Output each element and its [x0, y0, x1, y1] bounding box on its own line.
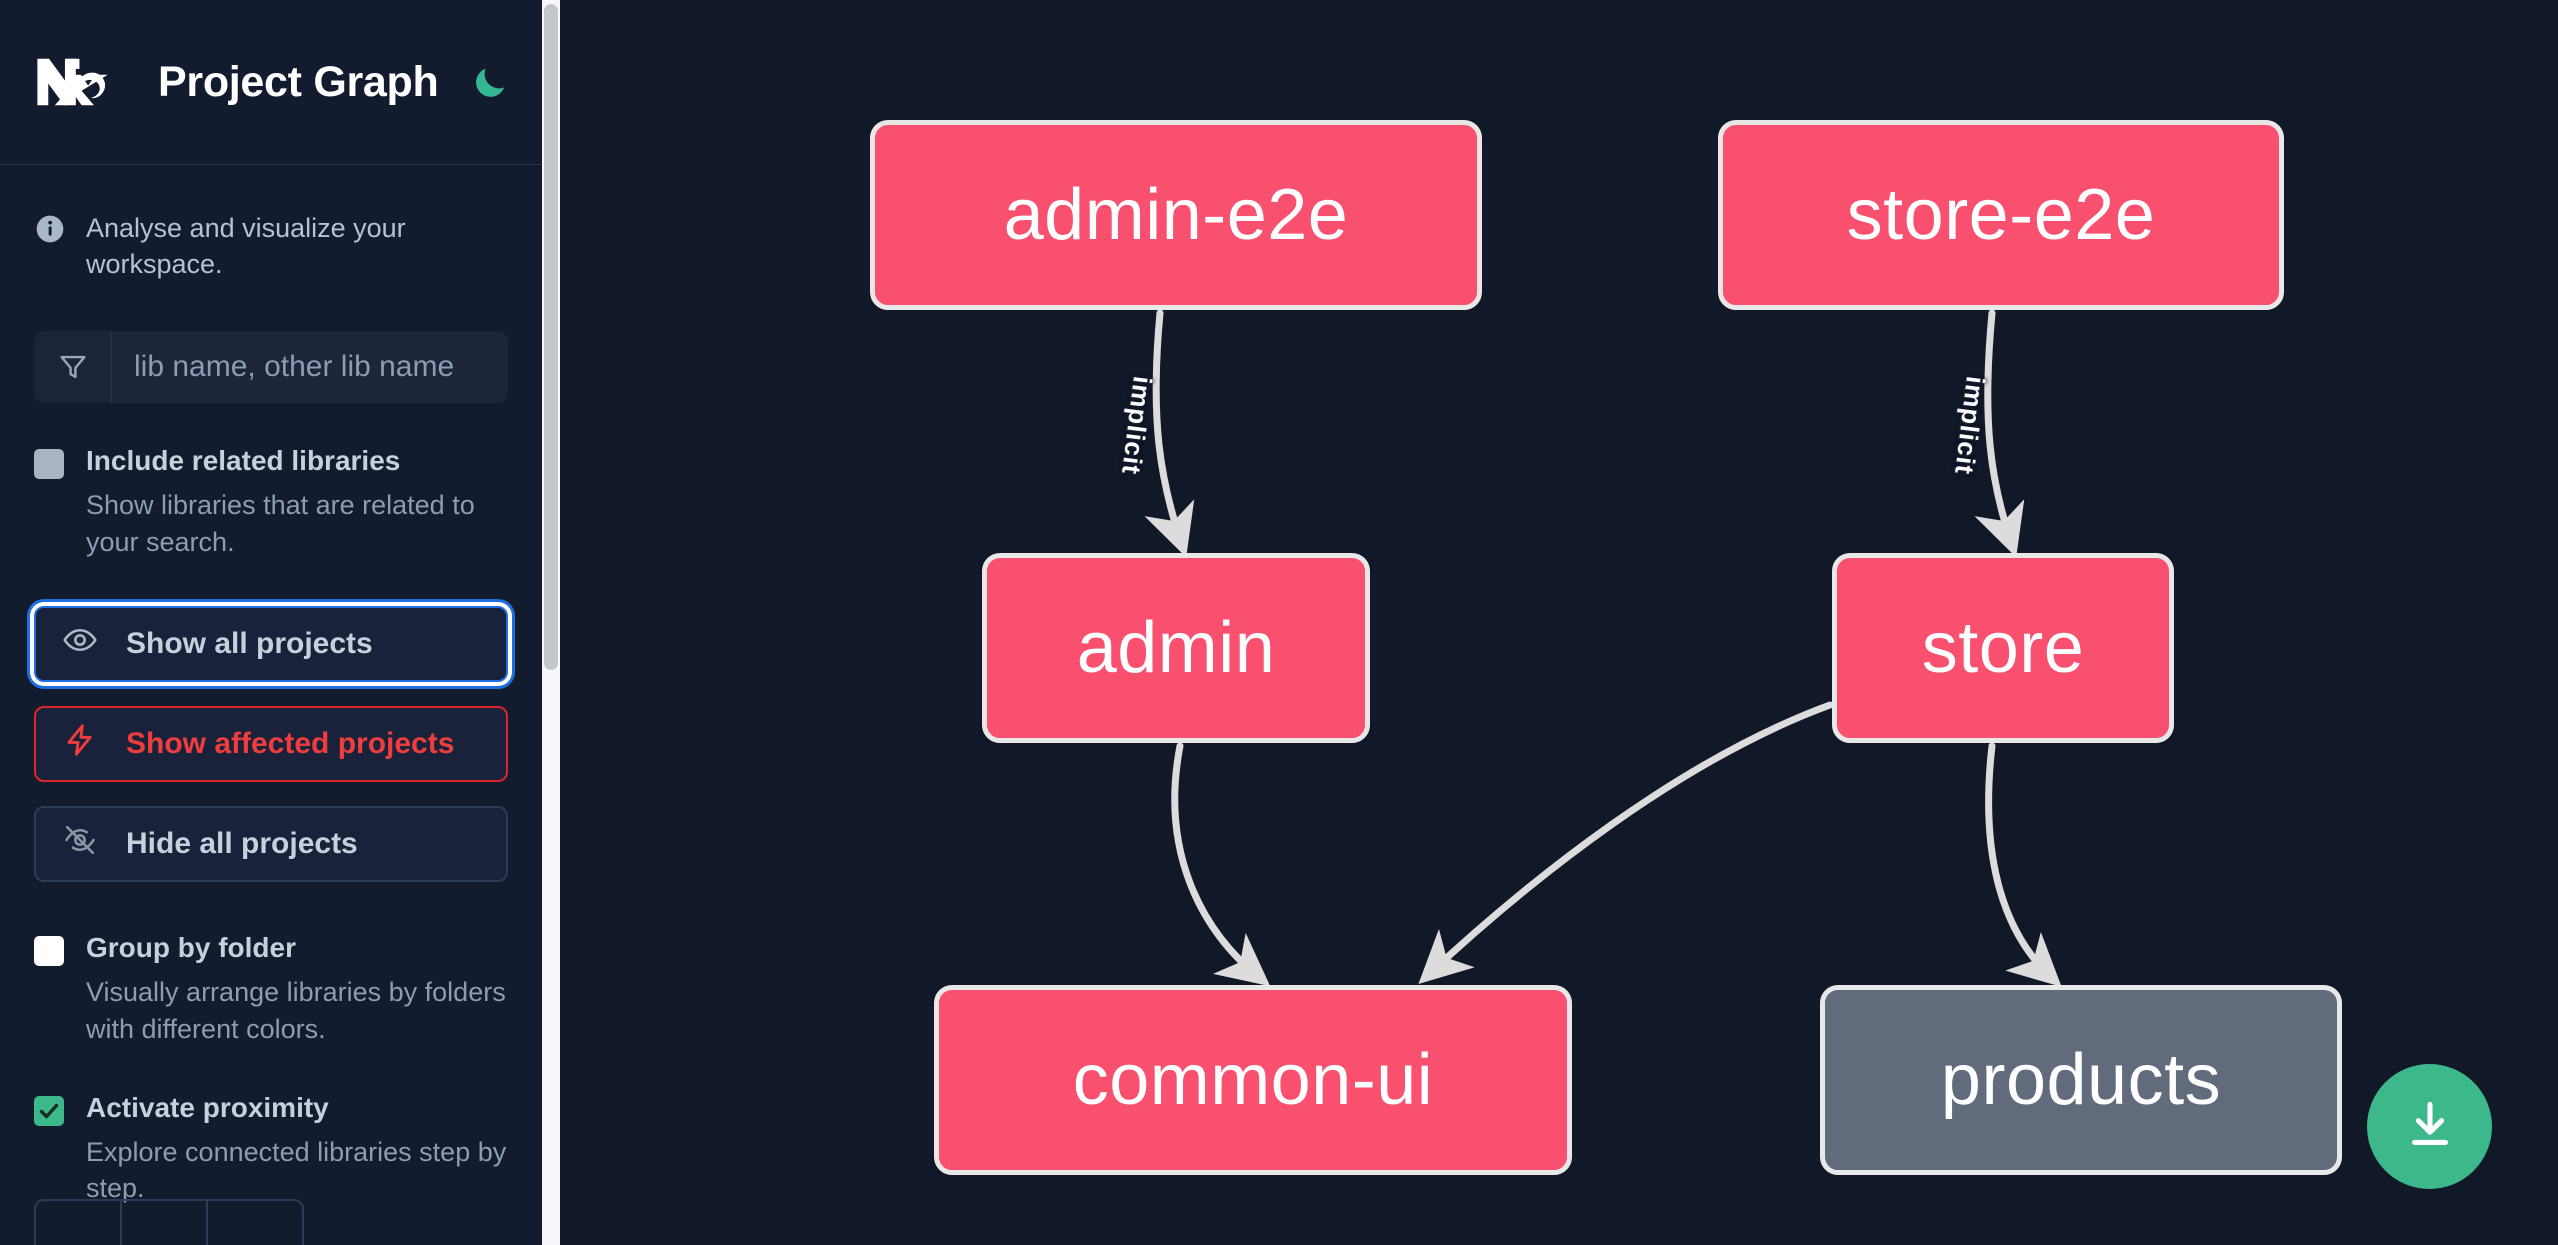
graph-node-admin[interactable]: admin	[982, 553, 1370, 743]
checkbox-label: Include related libraries	[86, 444, 401, 476]
sidebar-header: Project Graph	[0, 0, 542, 165]
sidebar-scrollbar-thumb[interactable]	[544, 4, 558, 670]
checkbox-box[interactable]	[34, 1095, 64, 1126]
search-input[interactable]	[112, 330, 508, 403]
show-all-projects-label: Show all projects	[126, 627, 373, 661]
graph-node-store-e2e[interactable]: store-e2e	[1718, 120, 2284, 310]
show-all-projects-button[interactable]: Show all projects	[34, 606, 508, 683]
checkbox-box[interactable]	[34, 936, 64, 967]
graph-node-label: common-ui	[1072, 1040, 1434, 1120]
eye-slash-icon	[62, 822, 98, 866]
graph-canvas[interactable]: admin-e2e store-e2e admin store common-u…	[560, 0, 2558, 1245]
checkbox-activate-proximity[interactable]: Activate proximity Explore connected lib…	[0, 1048, 542, 1207]
page-title: Project Graph	[158, 57, 439, 106]
moon-icon[interactable]	[470, 60, 510, 104]
hide-all-projects-label: Hide all projects	[126, 827, 358, 861]
filter-row	[0, 283, 542, 403]
nx-logo	[34, 53, 122, 111]
graph-node-label: store-e2e	[1846, 175, 2156, 255]
graph-node-store[interactable]: store	[1832, 553, 2174, 743]
text-filter-option[interactable]	[122, 1201, 208, 1245]
show-affected-projects-label: Show affected projects	[126, 727, 455, 761]
download-image-button[interactable]	[2367, 1064, 2492, 1189]
sidebar: Project Graph Analyse and visualize your…	[0, 0, 560, 1245]
download-icon	[2401, 1096, 2459, 1157]
checkbox-description: Explore connected libraries step by step…	[86, 1136, 507, 1204]
funnel-icon	[34, 330, 112, 403]
sidebar-note-text: Analyse and visualize your workspace.	[86, 213, 406, 280]
checkbox-label: Activate proximity	[86, 1091, 329, 1123]
graph-node-label: products	[1940, 1040, 2222, 1120]
filter-box[interactable]	[34, 330, 508, 403]
graph-node-label: admin-e2e	[1003, 175, 1349, 255]
hide-all-projects-button[interactable]: Hide all projects	[34, 806, 508, 883]
graph-node-common-ui[interactable]: common-ui	[934, 985, 1572, 1175]
checkbox-description: Visually arrange libraries by folders wi…	[86, 977, 506, 1045]
checkbox-box[interactable]	[34, 448, 64, 479]
eye-icon	[62, 622, 98, 666]
projects-button-group: Show all projects Show affected projects	[0, 560, 542, 883]
checkbox-include-related-libraries[interactable]: Include related libraries Show libraries…	[0, 403, 542, 560]
graph-node-admin-e2e[interactable]: admin-e2e	[870, 120, 1482, 310]
sidebar-scrollbar[interactable]	[542, 0, 560, 1245]
text-filter-option[interactable]	[208, 1201, 302, 1245]
info-icon	[34, 213, 66, 245]
show-affected-projects-button[interactable]: Show affected projects	[34, 706, 508, 783]
text-filter-button-group[interactable]	[34, 1199, 304, 1245]
sidebar-note: Analyse and visualize your workspace.	[0, 165, 542, 283]
graph-node-label: store	[1921, 608, 2085, 688]
checkbox-description: Show libraries that are related to your …	[86, 489, 475, 557]
graph-node-products[interactable]: products	[1820, 985, 2342, 1175]
checkbox-group-by-folder[interactable]: Group by folder Visually arrange librari…	[0, 882, 542, 1047]
lightning-bolt-icon	[62, 722, 98, 766]
checkbox-label: Group by folder	[86, 932, 296, 964]
graph-edges	[1144, 309, 2062, 987]
sidebar-scroll-area[interactable]: Project Graph Analyse and visualize your…	[0, 0, 560, 1245]
text-filter-option[interactable]	[36, 1201, 122, 1245]
graph-node-label: admin	[1076, 608, 1276, 688]
